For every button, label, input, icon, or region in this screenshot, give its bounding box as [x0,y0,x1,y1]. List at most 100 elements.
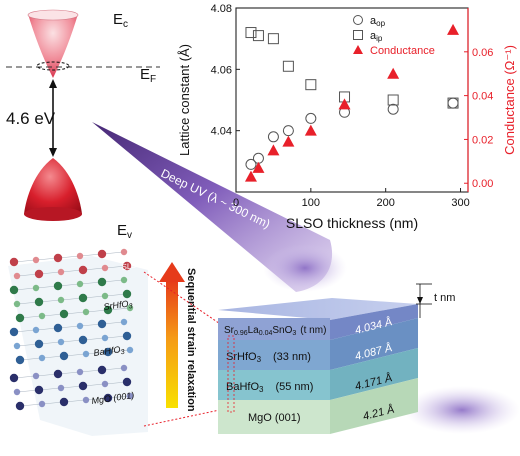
lattice-atom [59,309,69,319]
fermi-level-label: EF [140,66,156,85]
lattice-atom [38,354,46,362]
x-tick-label: 200 [376,197,394,209]
lattice-atom [34,269,44,279]
aip-point [305,79,317,91]
lattice-atom [57,384,65,392]
legend-label-aop: aop [370,15,386,28]
band-gap-label: 4.6 eV [6,109,56,128]
x-tick-label: 0 [233,197,239,209]
chart-marks [244,23,460,182]
uv-beam-spot [263,244,347,292]
lattice-atom [97,249,107,259]
lattice-atom [15,313,25,323]
relaxation-arrow-bar [166,280,178,408]
aop-point [305,112,317,124]
lattice-atom [97,277,107,287]
conductance-point [387,67,400,79]
lattice-atom [32,284,40,292]
lattice-atom [53,323,63,333]
legend-label-conductance: Conductance [370,45,435,57]
aip-point [447,97,459,109]
lattice-atom [34,339,44,349]
y2-tick-label: 0.00 [472,178,493,190]
conduction-band-top [27,9,79,21]
lattice-atom [32,256,40,264]
y-tick-label: 4.06 [211,64,232,76]
thickness-arrowhead [417,297,423,304]
lattice-atom [78,293,88,303]
aop-point [267,131,279,143]
lattice-atom [38,400,46,408]
lattice-atom [103,347,113,357]
valence-band-base [24,207,82,221]
lattice-atom [9,257,19,267]
lattice-atom [101,292,109,300]
conductance-point [282,135,295,147]
x-tick-label: 100 [302,197,320,209]
lattice-atom [34,385,44,395]
lattice-atom [59,351,69,361]
lattice-atom [126,346,134,354]
lattice-atom [82,350,90,358]
aop-point [282,125,294,137]
legend-marker-aop [353,15,363,25]
lattice-atom [82,308,90,316]
stack-side-bahfo3 [330,348,418,400]
lattice-atom [78,335,88,345]
stack-layer-mgo [218,400,330,434]
stack-side-mgo [330,378,418,434]
stack-layer-bahfo3 [218,370,330,400]
chart-legend: aop aip Conductance [353,15,435,57]
lattice-atom [78,265,88,275]
thickness-label: t nm [434,292,455,304]
lattice-atom [15,401,25,411]
lattice-atom [120,318,128,326]
lattice-atom [76,322,84,330]
stack-top-face [218,298,418,320]
aip-point [387,94,399,106]
beam-exit-glow [404,386,520,434]
legend-marker-aip [353,30,363,40]
lattice-atom [97,319,107,329]
lattice-atom [101,334,109,342]
lattice-atom [53,253,63,263]
conductance-point [252,161,265,173]
lattice-atom [82,396,90,404]
highlight-box [227,335,235,413]
stack-layer-srhfo3 [218,340,330,370]
lattice-atom [103,393,113,403]
lattice-atom [76,280,84,288]
lattice-atom [76,252,84,260]
lattice-atoms [9,248,134,411]
lattice-atom [32,326,40,334]
lattice-label-bahfo3: BaHfO3 [93,344,125,360]
aop-point [245,158,257,170]
lattice-atom [101,264,109,272]
aop-point [252,152,264,164]
relaxation-arrow-head [159,262,185,282]
relaxation-label: Sequential strain relaxation [185,268,197,412]
lattice-atom [15,355,25,365]
lattice-atom [32,372,40,380]
lattice-atom [9,373,19,383]
stack-side-slso [330,304,418,340]
stack-side-srhfo3 [330,318,418,370]
lattice-atom [9,285,19,295]
lattice-atom [57,296,65,304]
lattice-atom [126,392,134,400]
guide-line-top [143,271,230,331]
y2-tick-label: 0.06 [472,47,493,59]
lattice-atom [120,248,128,256]
aip-point [282,60,294,72]
y2-tick-label: 0.02 [472,134,493,146]
lattice-atom [57,338,65,346]
lattice-atom [59,397,69,407]
lattice-atom [120,276,128,284]
fermi-pocket [36,61,70,71]
lattice-atom [38,312,46,320]
lattice-atom [122,377,132,387]
lattice-atom [103,305,113,315]
